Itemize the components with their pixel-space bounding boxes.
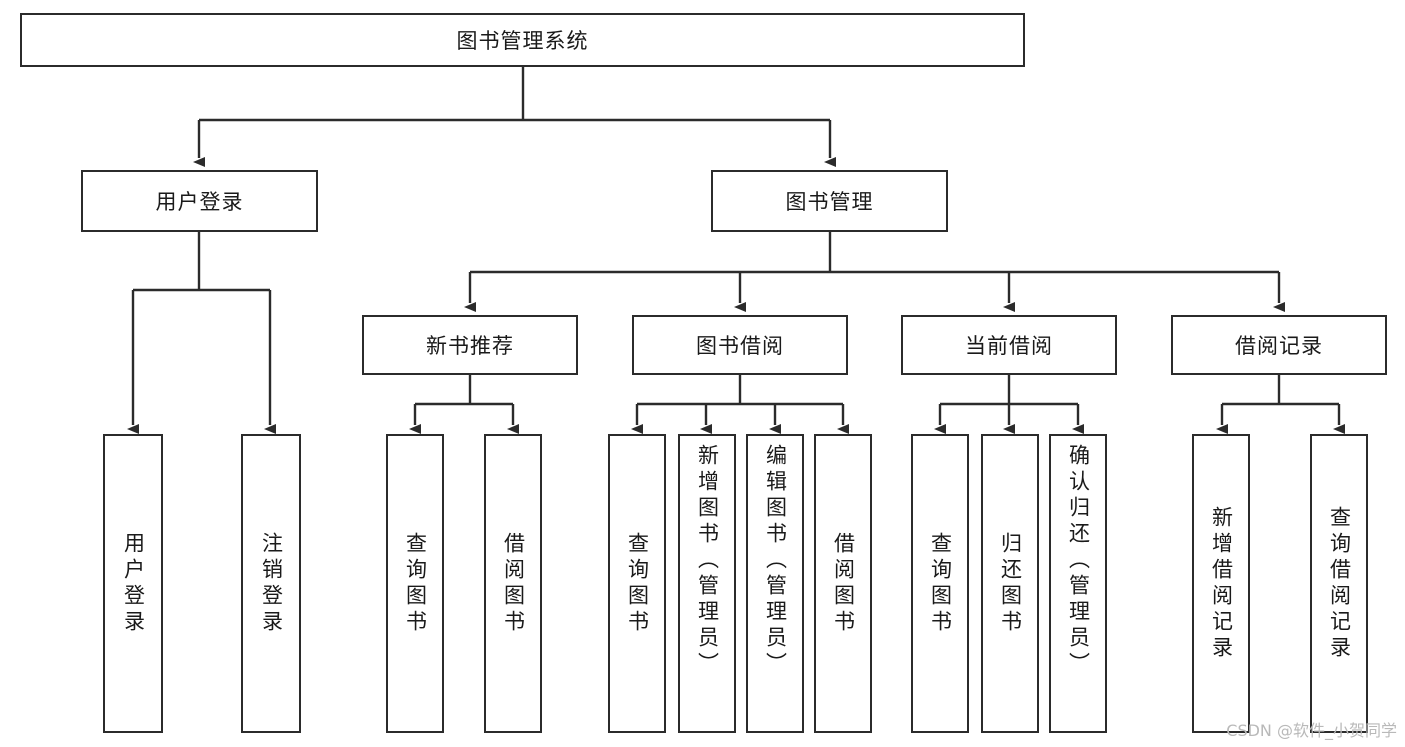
node-label: 当前借阅 bbox=[965, 334, 1053, 358]
node-label: 图书借阅 bbox=[696, 334, 784, 358]
leaf-user-login-signin[interactable]: 用户登录 bbox=[103, 434, 163, 733]
leaf-current-borrow-query[interactable]: 查询图书 bbox=[911, 434, 969, 733]
node-label: 新增图书（管理员） bbox=[695, 444, 720, 678]
leaf-new-book-query[interactable]: 查询图书 bbox=[386, 434, 444, 733]
node-label: 查询图书 bbox=[625, 531, 650, 636]
node-current-borrow[interactable]: 当前借阅 bbox=[901, 315, 1117, 375]
leaf-book-borrow-edit[interactable]: 编辑图书（管理员） bbox=[746, 434, 804, 733]
node-label: 注销登录 bbox=[259, 531, 284, 636]
leaf-book-borrow-query[interactable]: 查询图书 bbox=[608, 434, 666, 733]
node-label: 查询图书 bbox=[928, 531, 953, 636]
node-label: 查询图书 bbox=[403, 531, 428, 636]
node-label: 借阅记录 bbox=[1235, 334, 1323, 358]
node-label: 图书管理 bbox=[785, 190, 874, 214]
node-label: 借阅图书 bbox=[501, 531, 526, 636]
node-label: 新增借阅记录 bbox=[1209, 505, 1234, 662]
node-label: 图书管理系统 bbox=[456, 29, 589, 53]
node-borrow-record[interactable]: 借阅记录 bbox=[1171, 315, 1387, 375]
leaf-current-borrow-confirm-return[interactable]: 确认归还（管理员） bbox=[1049, 434, 1107, 733]
leaf-borrow-record-query[interactable]: 查询借阅记录 bbox=[1310, 434, 1368, 733]
leaf-current-borrow-return[interactable]: 归还图书 bbox=[981, 434, 1039, 733]
node-label: 用户登录 bbox=[155, 190, 244, 214]
node-new-book-recommend[interactable]: 新书推荐 bbox=[362, 315, 578, 375]
watermark-text: CSDN @软件_小贺同学 bbox=[1226, 721, 1397, 740]
node-label: 借阅图书 bbox=[831, 531, 856, 636]
node-label: 确认归还（管理员） bbox=[1066, 444, 1091, 678]
node-label: 用户登录 bbox=[121, 531, 146, 636]
node-user-login[interactable]: 用户登录 bbox=[81, 170, 318, 232]
node-label: 归还图书 bbox=[998, 531, 1023, 636]
node-root-book-management-system[interactable]: 图书管理系统 bbox=[20, 13, 1025, 67]
leaf-borrow-record-add[interactable]: 新增借阅记录 bbox=[1192, 434, 1250, 733]
leaf-user-login-signout[interactable]: 注销登录 bbox=[241, 434, 301, 733]
leaf-book-borrow-add[interactable]: 新增图书（管理员） bbox=[678, 434, 736, 733]
leaf-new-book-borrow[interactable]: 借阅图书 bbox=[484, 434, 542, 733]
node-label: 编辑图书（管理员） bbox=[763, 444, 788, 678]
leaf-book-borrow-borrow[interactable]: 借阅图书 bbox=[814, 434, 872, 733]
node-book-management[interactable]: 图书管理 bbox=[711, 170, 948, 232]
node-label: 查询借阅记录 bbox=[1327, 505, 1352, 662]
node-label: 新书推荐 bbox=[426, 334, 514, 358]
node-book-borrow[interactable]: 图书借阅 bbox=[632, 315, 848, 375]
